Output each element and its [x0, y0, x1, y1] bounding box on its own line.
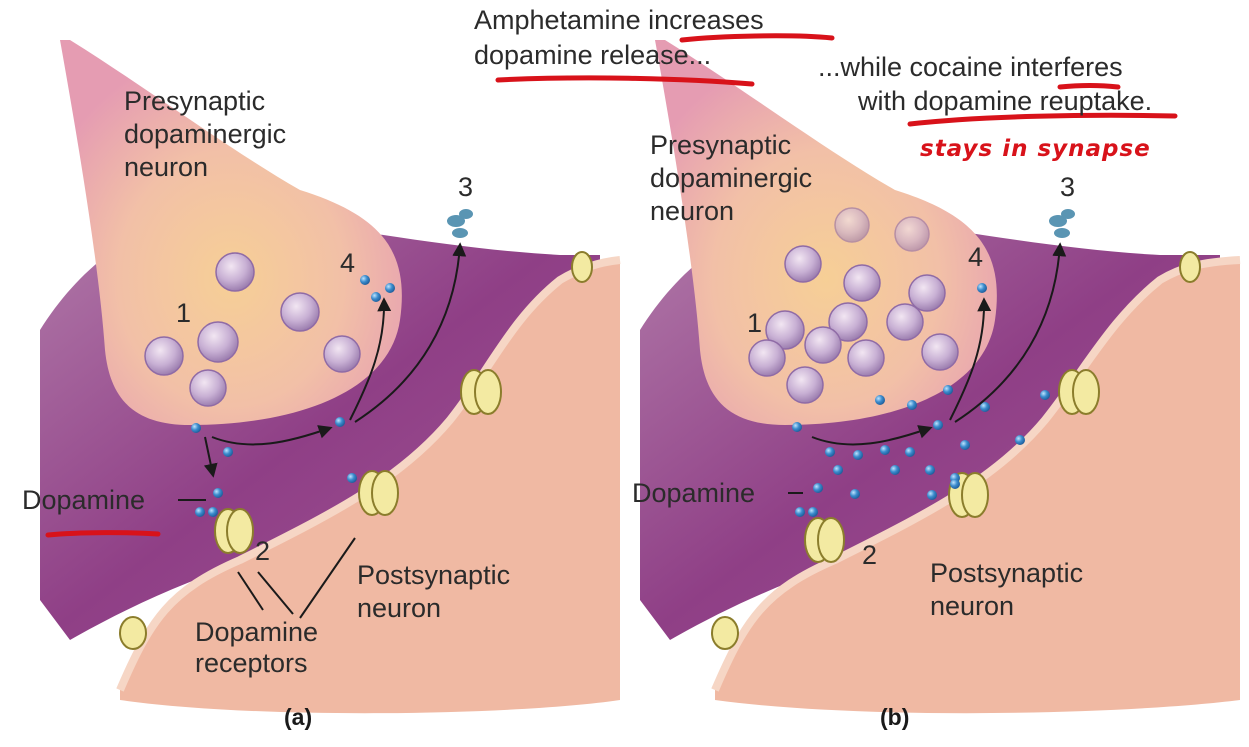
panel-b-presynaptic-3: neuron: [650, 196, 735, 226]
panel-a-step-3: 3: [458, 172, 474, 202]
arrows-a: [203, 242, 467, 478]
underline-dopamine-reuptake: [907, 112, 1178, 127]
panel-a-step-4: 4: [340, 248, 356, 278]
panel-b-postsynaptic-1: Postsynaptic: [930, 558, 1084, 588]
presynaptic-neuron-a: [60, 40, 402, 425]
leader-lines-a: [178, 499, 356, 619]
annotation-amphetamine-1: Amphetamine increases: [474, 5, 764, 35]
panel-a-step-1: 1: [176, 298, 192, 328]
panel-b-step-2: 2: [862, 540, 878, 570]
annotation-amphetamine-2: dopamine release...: [474, 40, 712, 70]
panel-b-step-1: 1: [747, 308, 763, 338]
underline-increases: [679, 33, 835, 43]
panel-a-art: [40, 40, 621, 714]
panel-b-postsynaptic-2: neuron: [930, 591, 1015, 621]
underline-interferes: [1057, 83, 1121, 90]
receptors-b: [711, 251, 1201, 650]
metabolite-a: [447, 209, 473, 238]
receptors-a: [119, 251, 593, 650]
panel-a-postsynaptic-1: Postsynaptic: [357, 560, 511, 590]
panel-b-presynaptic-1: Presynaptic: [650, 130, 792, 160]
panel-b-presynaptic-2: dopaminergic: [650, 163, 813, 193]
metabolite-b: [1049, 209, 1075, 238]
panel-a-presynaptic-1: Presynaptic: [124, 86, 266, 116]
panel-a-receptors-2: receptors: [195, 648, 308, 678]
panel-b-step-4: 4: [968, 242, 984, 272]
underline-dopamine-release: [495, 75, 755, 87]
vesicles-a: [144, 252, 361, 407]
annotation-cocaine-1: ...while cocaine interferes: [818, 52, 1123, 82]
arrows-b: [811, 242, 1067, 446]
panel-a-presynaptic-2: dopaminergic: [124, 119, 287, 149]
dopamine-molecules-b: [792, 283, 1050, 517]
underline-dopamine-label: [45, 530, 161, 538]
vesicles-b: [748, 207, 959, 404]
red-underlines: [45, 33, 1178, 538]
panel-b-dopamine-label: Dopamine: [632, 478, 756, 508]
panel-a-caption: (a): [284, 704, 313, 730]
annotation-cocaine-2: with dopamine reuptake.: [858, 86, 1153, 116]
dopamine-molecules-a: [191, 275, 395, 517]
handwritten-note: stays in synapse: [920, 136, 1151, 162]
panel-a-presynaptic-3: neuron: [124, 152, 209, 182]
panel-b-art: [640, 40, 1241, 714]
panel-b-step-3: 3: [1060, 172, 1076, 202]
panel-a-step-2: 2: [255, 536, 271, 566]
panel-a-receptors-1: Dopamine: [195, 617, 319, 647]
panel-a-postsynaptic-2: neuron: [357, 593, 442, 623]
panel-a-dopamine-label: Dopamine: [22, 485, 146, 515]
panel-b-caption: (b): [880, 704, 910, 730]
